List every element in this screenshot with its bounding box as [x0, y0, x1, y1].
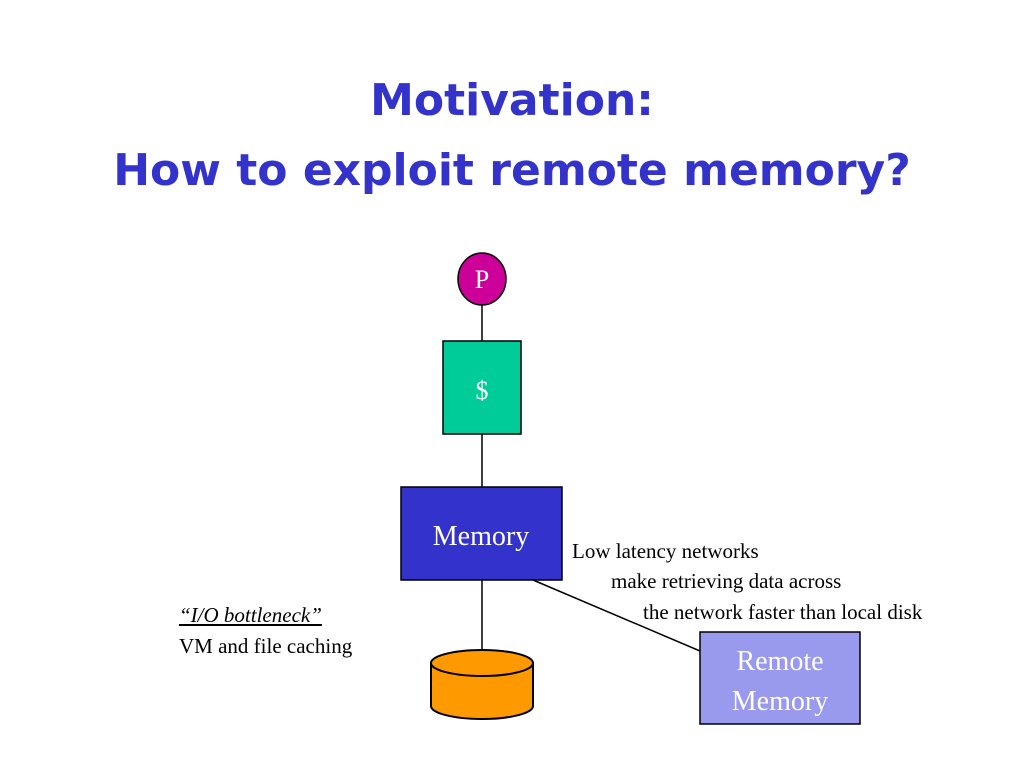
memory-node — [400, 486, 563, 581]
processor-label: P — [475, 265, 489, 294]
cache-node — [442, 340, 522, 435]
network-note-line2: make retrieving data across — [611, 569, 842, 593]
remote-memory-label-line2: Memory — [732, 686, 828, 717]
cache-label: $ — [476, 376, 489, 405]
disk-top — [430, 649, 534, 677]
remote-memory-node — [699, 631, 861, 725]
network-note-line1: Low latency networks — [572, 539, 759, 563]
connector-memory-remote — [532, 579, 701, 652]
io-caching-label: VM and file caching — [179, 634, 353, 658]
disk-node — [430, 662, 534, 720]
processor-node — [457, 252, 507, 306]
network-note-line3: the network faster than local disk — [643, 600, 923, 624]
io-bottleneck-label: “I/O bottleneck” — [179, 603, 322, 627]
slide-title-line1: Motivation: — [370, 75, 654, 126]
remote-memory-label-line1: Remote — [736, 646, 823, 677]
slide-title-line2: How to exploit remote memory? — [113, 145, 911, 196]
memory-label: Memory — [433, 521, 529, 552]
